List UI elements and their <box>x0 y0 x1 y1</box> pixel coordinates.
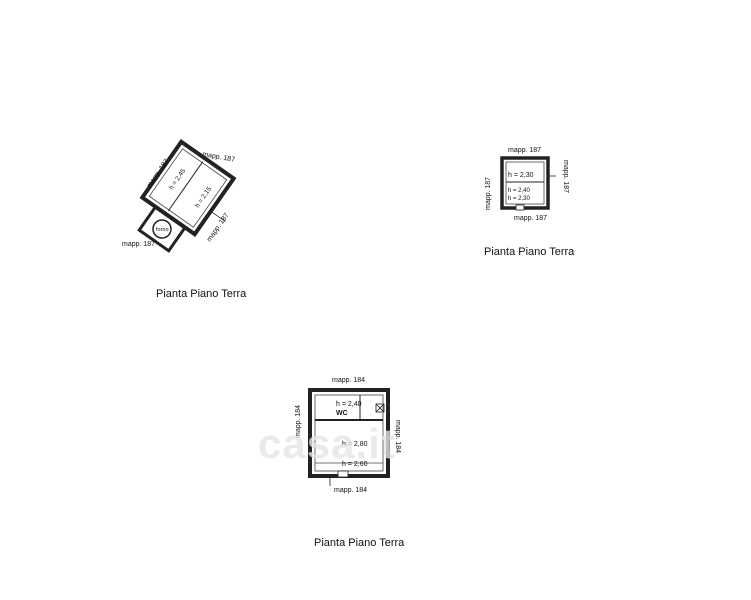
building-a-inner-wall <box>148 148 228 228</box>
floor-plan-b: mapp. 187 mapp. 187 mapp. 187 mapp. 187 … <box>478 140 588 230</box>
label-height-2: h = 2,15 <box>194 185 214 209</box>
oven-block <box>137 205 187 253</box>
oven-wall <box>137 205 187 253</box>
label-mapp-right: mapp. 187 <box>562 160 569 193</box>
label-mapp-top-left: mapp. 187 <box>146 158 171 189</box>
label-mapp-bottom: mapp. 184 <box>334 487 367 494</box>
label-mapp-right: mapp. 184 <box>394 420 401 453</box>
label-mapp-top: mapp. 184 <box>332 377 365 384</box>
floor-plan-a: mapp. 187 mapp. 187 mapp. 187 mapp. 187 … <box>110 130 260 260</box>
label-height-1: h = 2,40 <box>336 401 362 408</box>
label-height-2: h = 2,40 <box>508 188 531 194</box>
label-mapp-top: mapp. 187 <box>508 147 541 154</box>
building-c-inner-wall <box>314 394 384 472</box>
caption-plan-b: Pianta Piano Terra <box>484 246 575 258</box>
label-height-2: h = 2,80 <box>342 441 368 448</box>
caption-plan-c: Pianta Piano Terra <box>314 537 405 549</box>
building-a-partition <box>167 161 204 212</box>
label-mapp-bottom-left: mapp. 187 <box>122 241 155 248</box>
label-height-3: h = 2,30 <box>508 196 531 202</box>
chimney-shaft-cross-2 <box>375 403 385 413</box>
label-mapp-left: mapp. 184 <box>295 405 302 438</box>
floor-plan-b-drawing: mapp. 187 mapp. 187 mapp. 187 mapp. 187 … <box>485 147 569 222</box>
building-c-outer-wall <box>308 388 390 478</box>
building-b-outer-wall <box>500 156 550 210</box>
floor-plan-c-drawing: mapp. 184 mapp. 184 mapp. 184 mapp. 184 … <box>295 377 401 494</box>
label-room-wc: WC <box>336 410 348 417</box>
building-a-section-line <box>210 210 226 222</box>
label-mapp-bottom: mapp. 187 <box>514 215 547 222</box>
chimney-shaft <box>375 403 385 413</box>
label-room-forno: forno <box>156 227 169 233</box>
caption-plan-a: Pianta Piano Terra <box>156 288 247 300</box>
watermark-logo: casa.it <box>258 420 396 467</box>
oven-icon <box>152 219 172 239</box>
floor-plan-c: mapp. 184 mapp. 184 mapp. 184 mapp. 184 … <box>280 368 420 498</box>
label-height-3: h = 2,60 <box>342 461 368 468</box>
building-b-inner-wall <box>505 161 545 205</box>
label-height-1: h = 2,30 <box>508 172 534 179</box>
building-b-door <box>515 204 525 211</box>
building-c-door <box>337 470 349 478</box>
label-mapp-left: mapp. 187 <box>485 177 492 210</box>
floor-plan-a-drawing: mapp. 187 mapp. 187 mapp. 187 mapp. 187 … <box>122 139 237 253</box>
